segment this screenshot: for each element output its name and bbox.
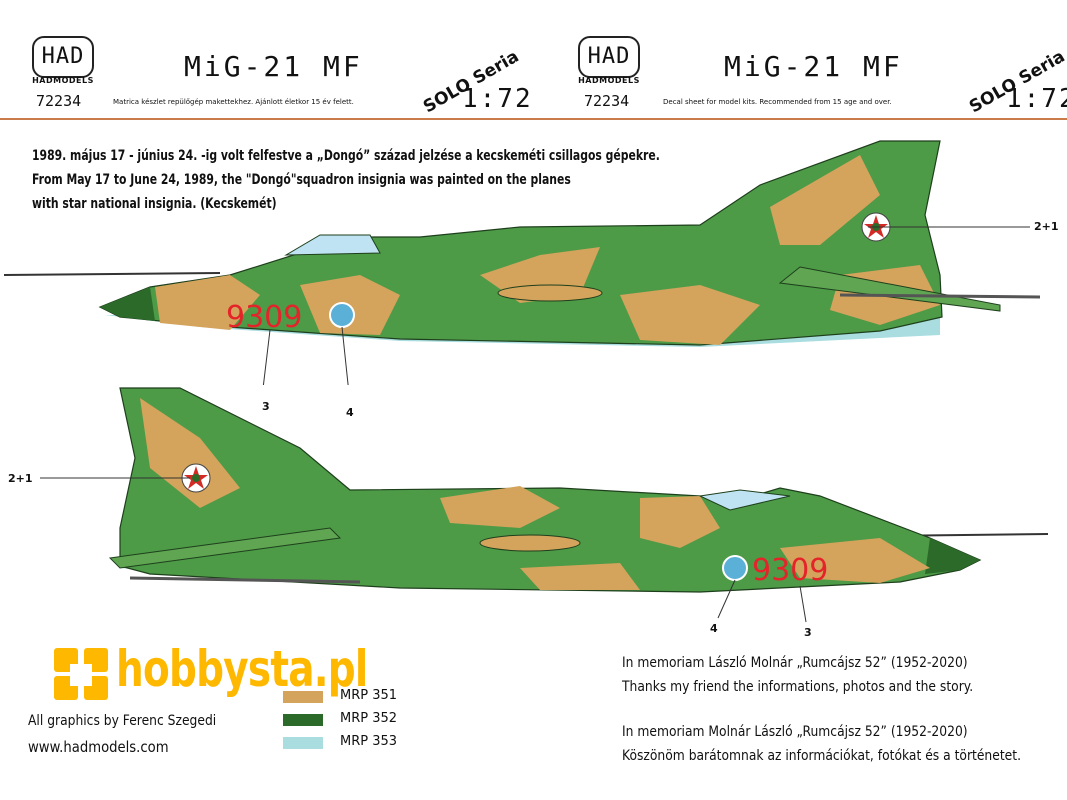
had-logo-sub: HADMODELS xyxy=(578,76,640,85)
camo-tan xyxy=(440,486,560,528)
memoriam-hu-1: In memoriam Molnár László „Rumcájsz 52” … xyxy=(622,724,968,740)
drop-tank xyxy=(479,534,581,552)
had-logo-text: HAD xyxy=(578,36,640,78)
note-en: Decal sheet for model kits. Recommended … xyxy=(663,98,892,106)
aircraft-profile-right: 9309 xyxy=(40,387,1049,623)
dongo-squadron-insignia xyxy=(329,302,355,328)
wing xyxy=(778,266,1001,312)
callout-star-top: 2+1 xyxy=(1034,220,1059,233)
star-center xyxy=(192,474,200,482)
nose-cone xyxy=(925,538,980,574)
swatch-mrp-351 xyxy=(283,691,323,703)
description-en-2: with star national insignia. (Kecskemét) xyxy=(32,196,277,212)
note-hu: Matrica készlet repülőgép makettekhez. A… xyxy=(113,98,354,106)
had-logo-right: HAD HADMODELS xyxy=(574,36,644,85)
graphics-credit: All graphics by Ferenc Szegedi xyxy=(28,713,217,729)
callout-star-bottom: 2+1 xyxy=(8,472,33,485)
serial-number: 9309 xyxy=(752,553,828,588)
kit-number-left: 72234 xyxy=(36,92,82,110)
camo-tan xyxy=(640,496,720,548)
callout-line-serial xyxy=(262,329,271,385)
canopy xyxy=(698,489,791,511)
camo-tan xyxy=(520,563,640,590)
title-right: MiG-21 MF xyxy=(724,50,903,83)
camo-tan xyxy=(155,275,260,330)
legend-label: MRP 351 xyxy=(340,688,398,703)
nose-cone xyxy=(100,287,155,321)
pitot-probe xyxy=(3,272,221,276)
serial-number: 9309 xyxy=(226,300,302,335)
callout-insignia-bottom: 4 xyxy=(710,622,718,635)
camo-tan xyxy=(770,155,880,245)
legend-label: MRP 352 xyxy=(340,711,398,726)
memoriam-en-1: In memoriam László Molnár „Rumcájsz 52” … xyxy=(622,655,968,671)
watermark-text: hobbysta.pl xyxy=(116,640,368,698)
hobbysta-logo-icon xyxy=(54,648,108,700)
missile xyxy=(839,293,1041,299)
scale-right: 1:72 xyxy=(1006,84,1067,114)
description-hu: 1989. május 17 - június 24. -ig volt fel… xyxy=(32,148,660,164)
swatch-mrp-353 xyxy=(283,737,323,749)
missile xyxy=(129,576,361,584)
canopy xyxy=(284,234,381,256)
had-logo-text: HAD xyxy=(32,36,94,78)
callout-line-serial xyxy=(799,585,807,623)
legend-label: MRP 353 xyxy=(340,734,398,749)
header-rule xyxy=(0,118,1067,120)
aircraft-profile-left: 9309 xyxy=(3,140,1041,385)
callout-serial-top: 3 xyxy=(262,400,270,413)
callout-line-insignia xyxy=(341,326,349,385)
dongo-squadron-insignia xyxy=(722,555,748,581)
kit-number-right: 72234 xyxy=(584,92,630,110)
website-link[interactable]: www.hadmodels.com xyxy=(28,738,169,756)
memoriam-en-2: Thanks my friend the informations, photo… xyxy=(622,679,974,695)
callout-insignia-top: 4 xyxy=(346,406,354,419)
swatch-mrp-352 xyxy=(283,714,323,726)
camo-tan xyxy=(620,285,760,345)
description-en-1: From May 17 to June 24, 1989, the "Dongó… xyxy=(32,172,571,188)
wing xyxy=(108,527,342,569)
callout-serial-bottom: 3 xyxy=(804,626,812,639)
callout-line-insignia xyxy=(717,579,736,619)
camo-tan xyxy=(140,398,240,508)
memoriam-hu-2: Köszönöm barátomnak az információkat, fo… xyxy=(622,748,1021,764)
had-logo-sub: HADMODELS xyxy=(32,76,94,85)
title-left: MiG-21 MF xyxy=(184,50,363,83)
drop-tank xyxy=(497,284,603,302)
camo-tan xyxy=(780,538,930,583)
had-logo-left: HAD HADMODELS xyxy=(28,36,98,85)
fuselage xyxy=(119,387,982,593)
scale-left: 1:72 xyxy=(462,84,533,114)
